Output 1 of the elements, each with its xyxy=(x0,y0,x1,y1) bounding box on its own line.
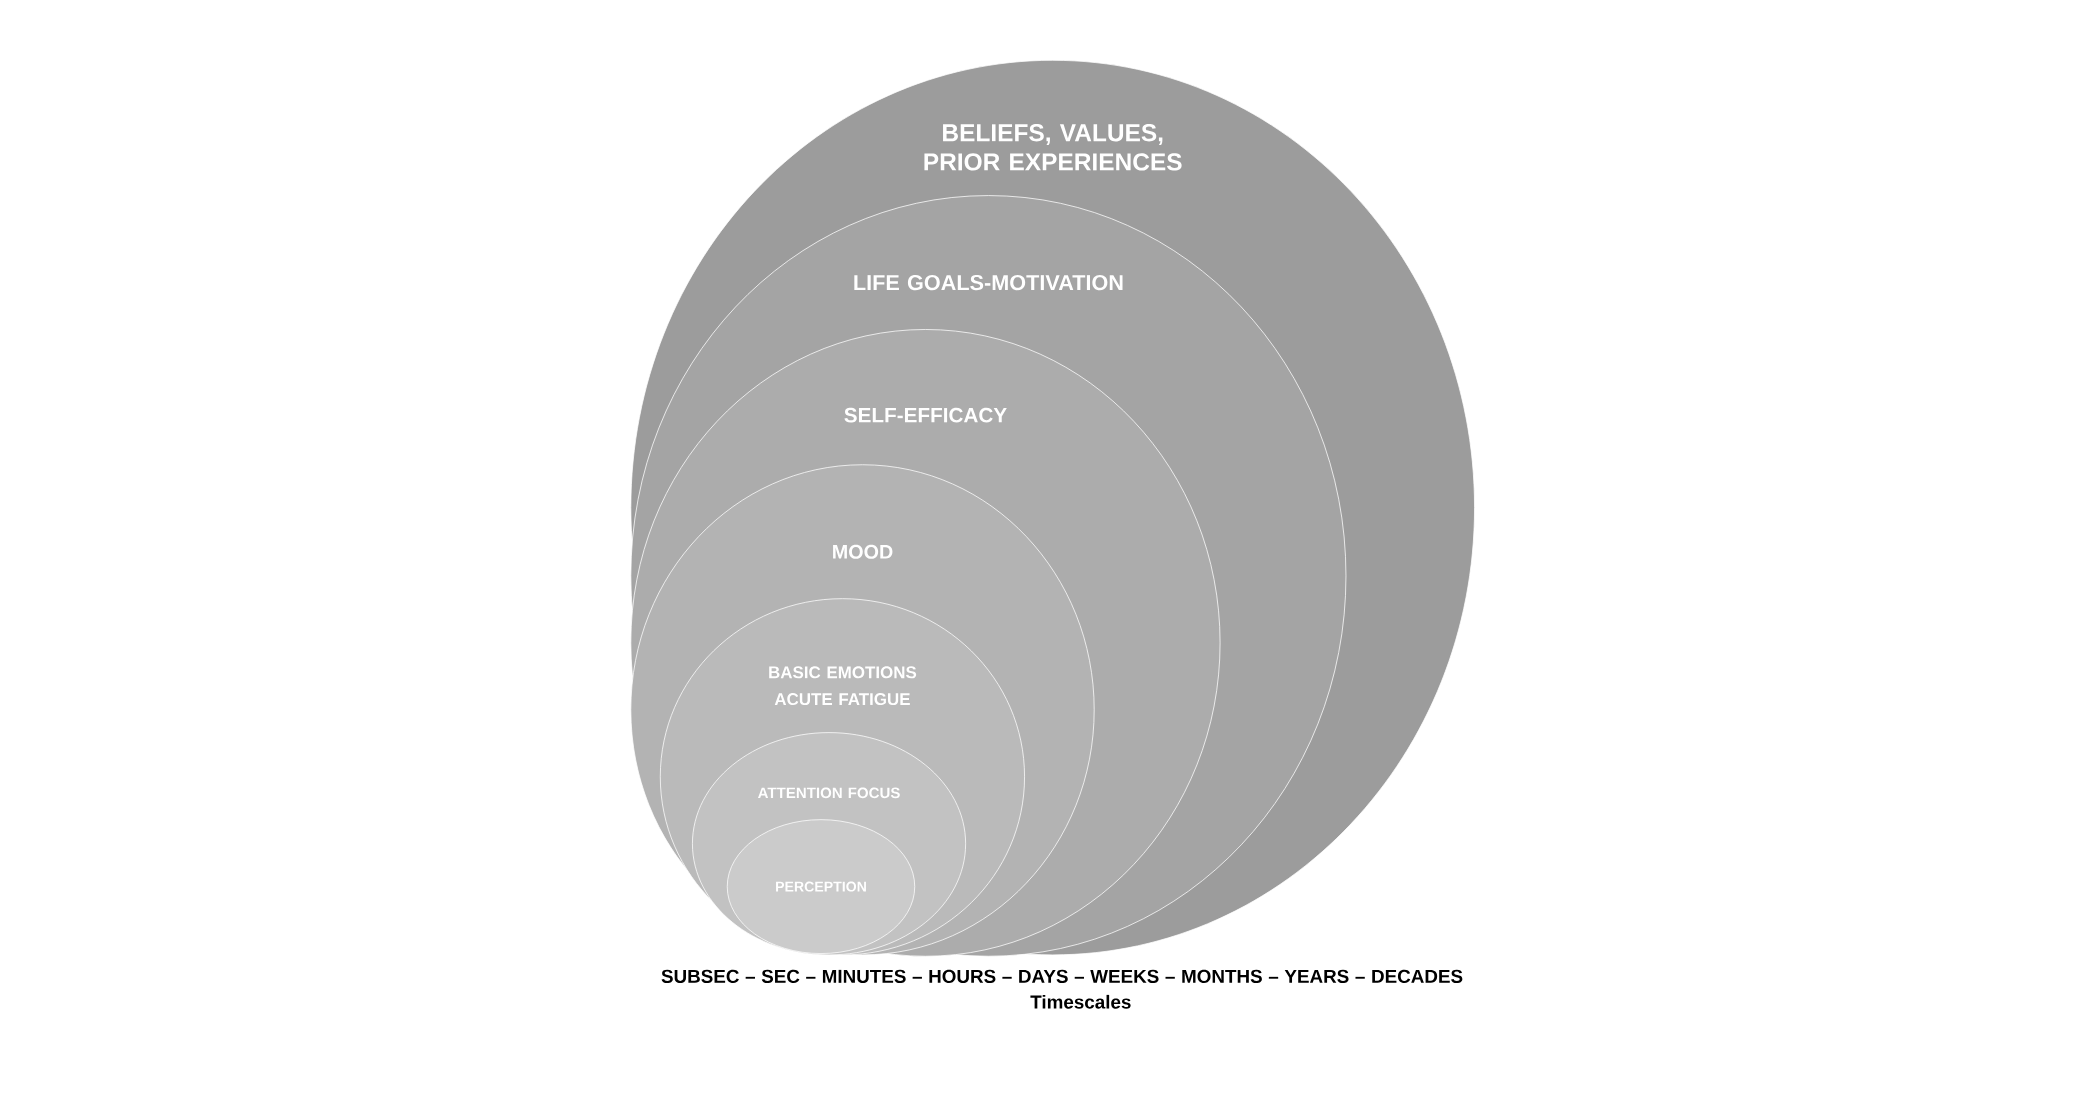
axis-label: Timescales xyxy=(1030,995,1131,1009)
